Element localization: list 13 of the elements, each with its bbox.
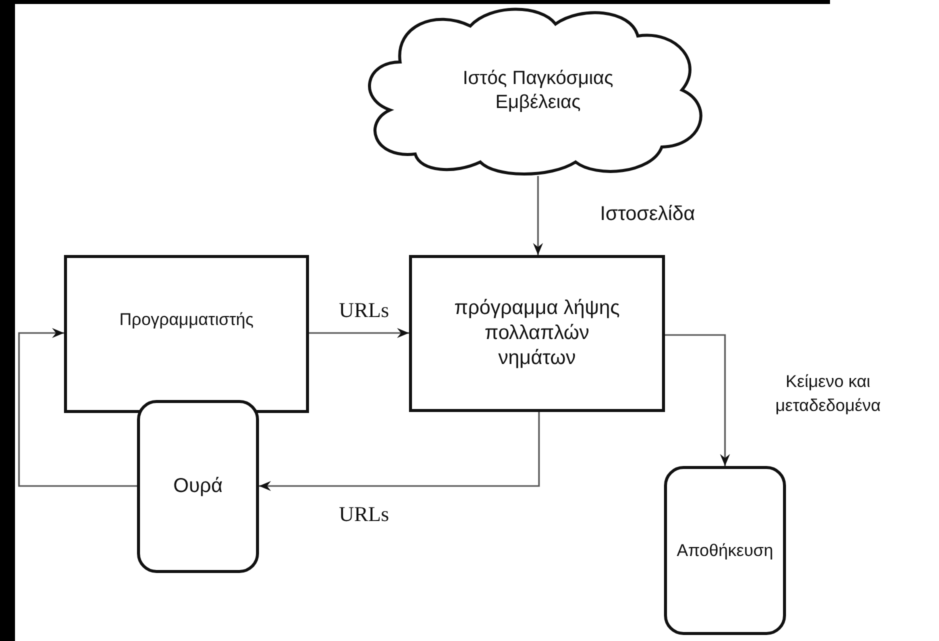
arrow: [18, 328, 137, 487]
arrow: [533, 176, 543, 255]
node-label: Ιστός Παγκόσμιας Εμβέλειας: [462, 67, 614, 115]
arrow: [309, 328, 409, 338]
storage-box: [664, 466, 786, 635]
node-label: Προγραμματιστής: [119, 309, 254, 331]
arrow: [259, 412, 540, 491]
node-label: Ουρά: [173, 474, 223, 499]
process-box: [64, 255, 309, 413]
node-label: πρόγραμμα λήψης πολλαπλών νημάτων: [453, 296, 621, 371]
process-box: [409, 255, 665, 412]
arrow: [665, 334, 730, 466]
queue-box: [137, 400, 259, 573]
